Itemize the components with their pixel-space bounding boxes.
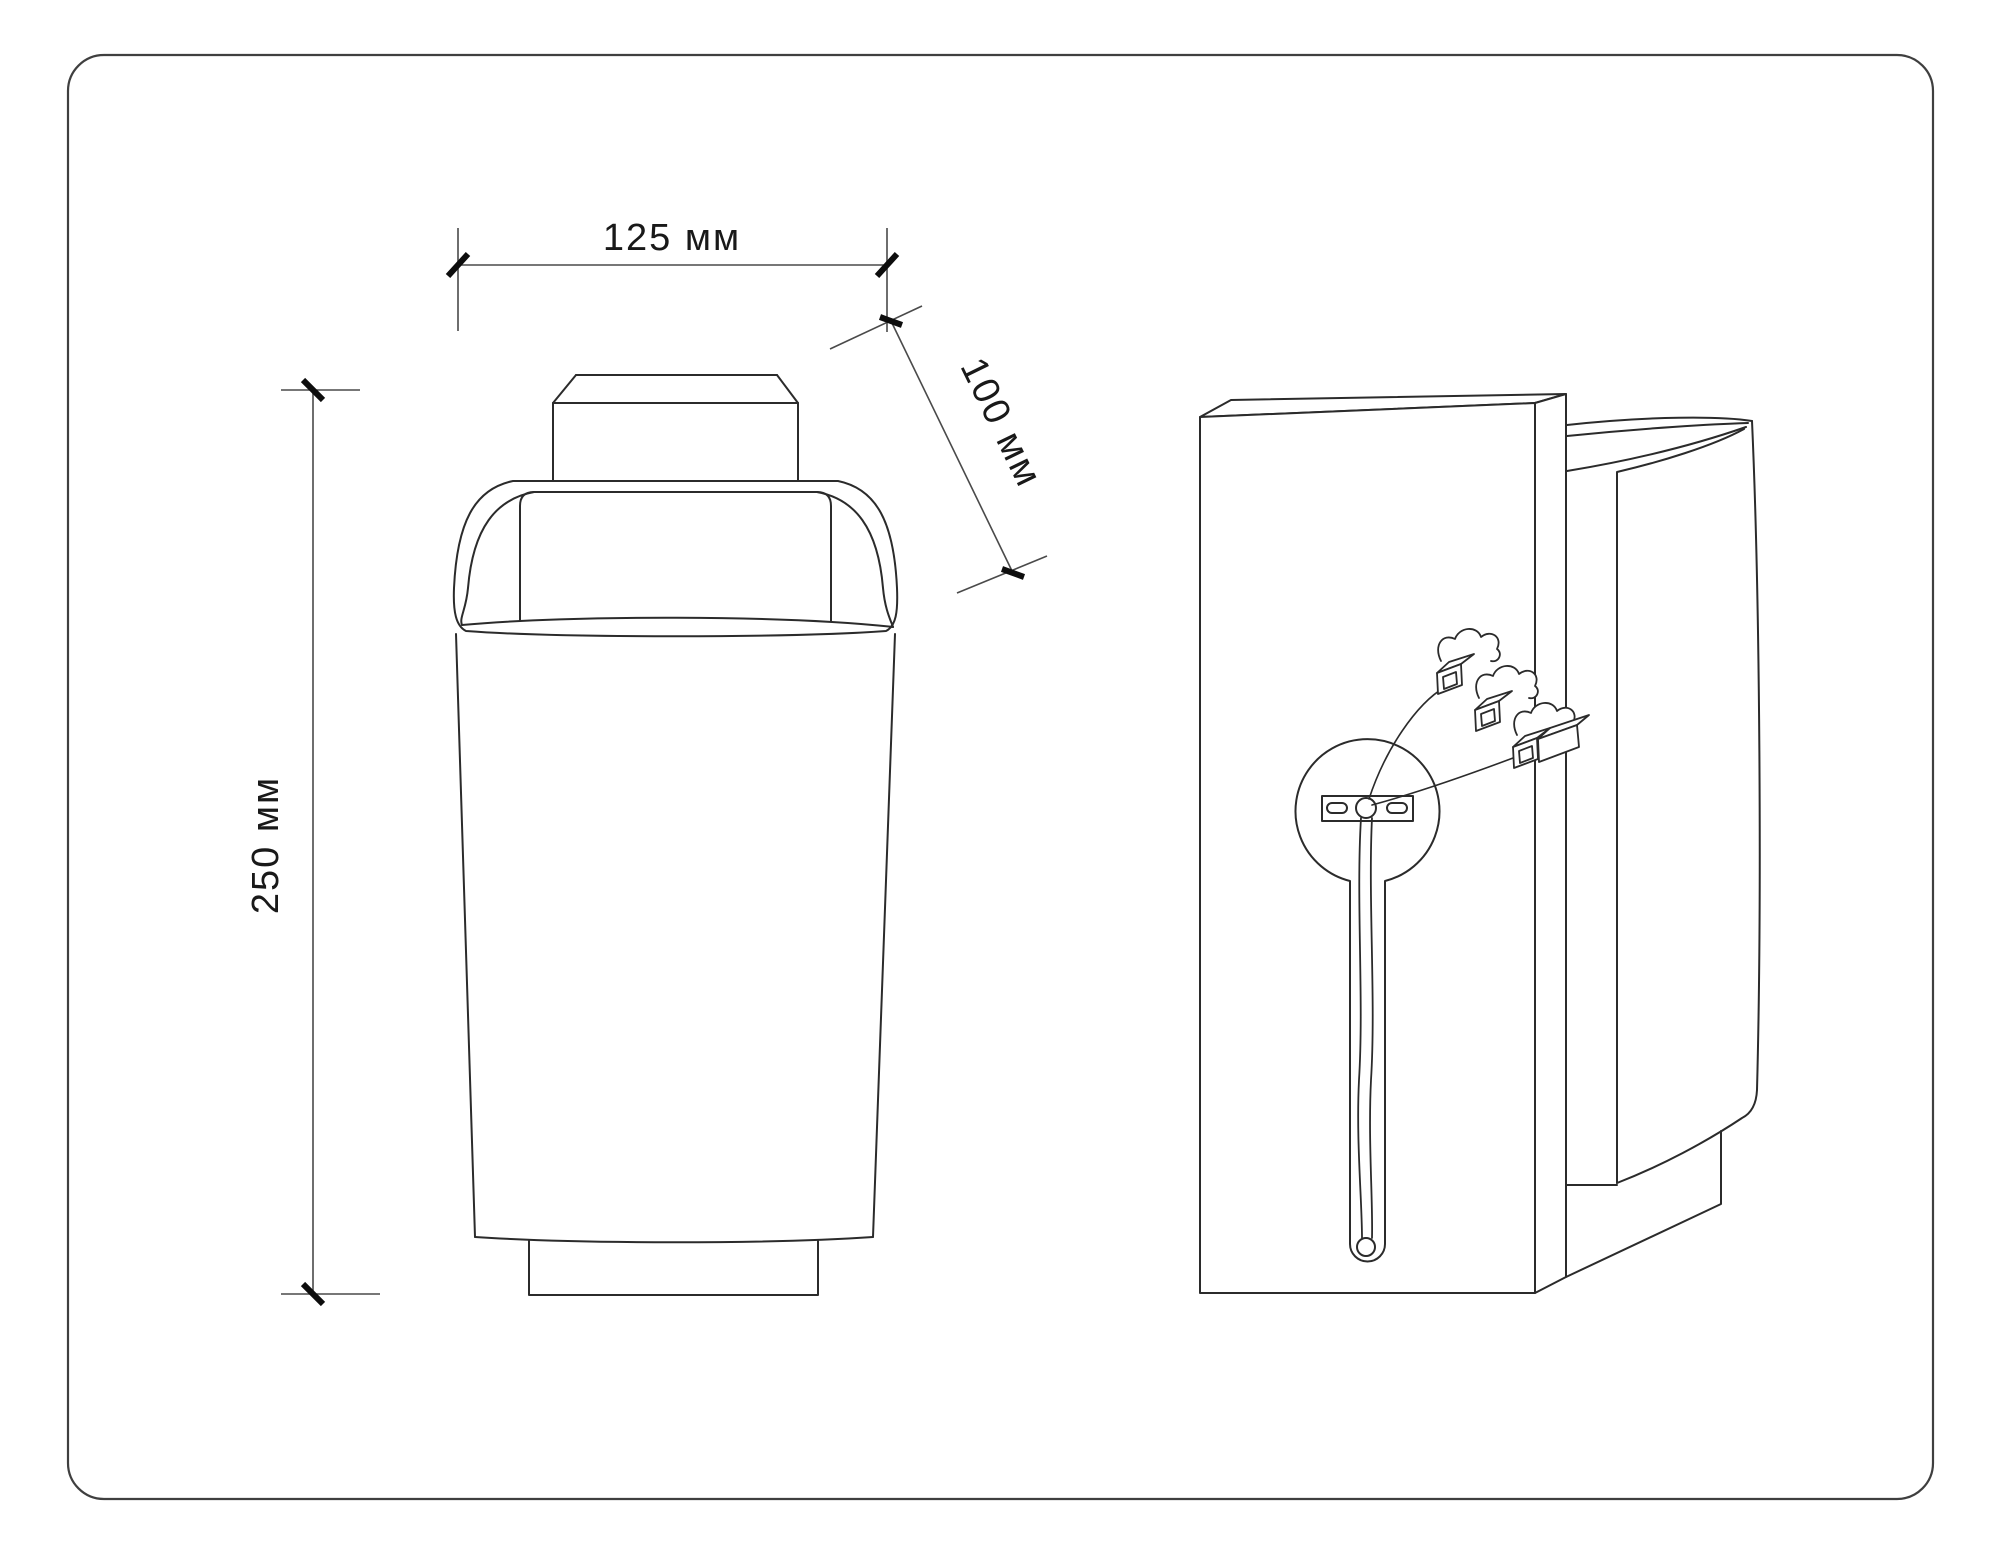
rear-shade: [1565, 416, 1761, 1278]
wire-exit-hole: [1356, 1237, 1376, 1257]
backplate: [1199, 393, 1567, 1294]
keyhole-cutout: [1294, 738, 1441, 1263]
shade-rim: [452, 480, 899, 638]
mounting-bracket: [1321, 795, 1414, 822]
rear-view-drawing: [1199, 393, 1761, 1294]
front-view-drawing: [452, 374, 899, 1296]
bracket-slot-left: [1326, 802, 1348, 814]
height-dimension-label: 250 мм: [245, 776, 287, 914]
terminal-wires: [1368, 686, 1522, 806]
width-dimension: 125 мм: [445, 217, 900, 332]
wire-loop-2: [1475, 665, 1539, 700]
shade-body: [455, 633, 896, 1244]
cable-grommet: [1355, 797, 1377, 819]
mounting-box: [552, 374, 799, 482]
base-block: [528, 1240, 819, 1296]
bracket-slot-right: [1386, 802, 1408, 814]
terminal-block: [1436, 628, 1590, 769]
page-frame-border: [66, 53, 1935, 1501]
width-dimension-label: 125 мм: [603, 217, 741, 259]
height-dimension: 250 мм: [245, 377, 380, 1307]
depth-dimension-label: 100 мм: [952, 351, 1050, 494]
wire-loop-1: [1437, 628, 1501, 663]
depth-dimension: 100 мм: [829, 305, 1050, 594]
power-cable: [1357, 817, 1374, 1239]
